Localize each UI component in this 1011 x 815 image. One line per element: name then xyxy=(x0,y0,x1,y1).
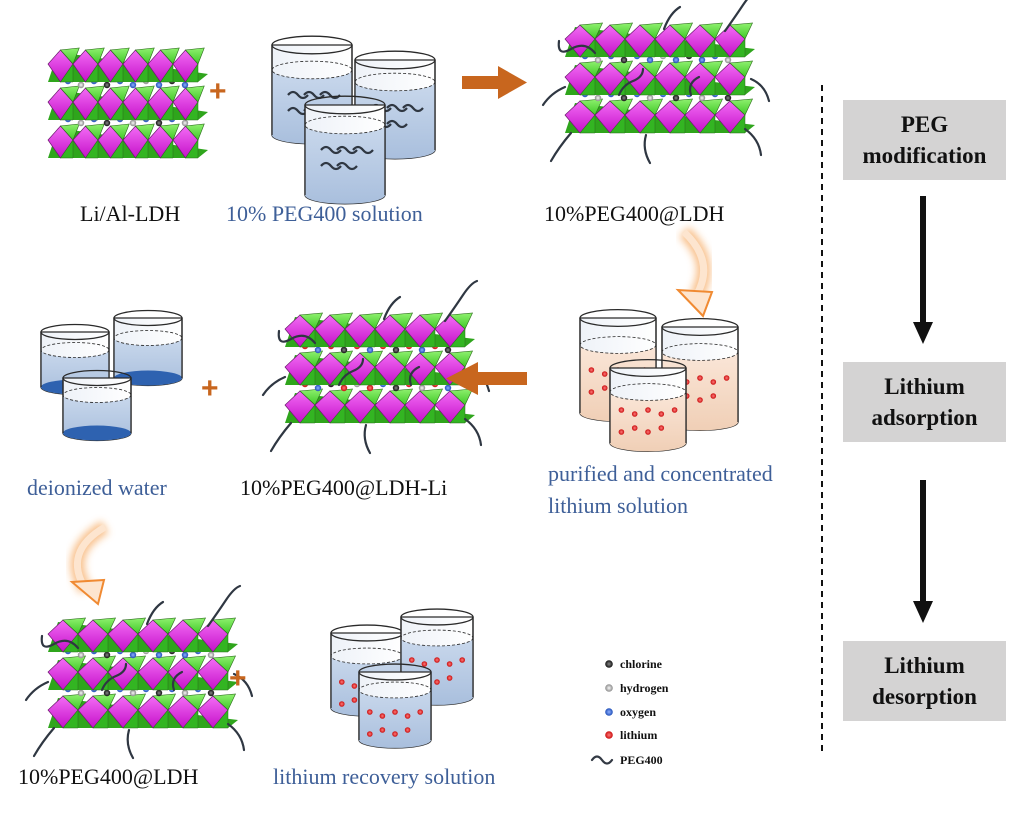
peg-solution-beakers xyxy=(271,35,436,205)
label-peg-ldh-bottom: 10%PEG400@LDH xyxy=(18,764,199,789)
step-3-line1: Lithium xyxy=(884,653,965,678)
label-purified-line2: lithium solution xyxy=(548,493,688,518)
step-lithium-desorption: Lithium desorption xyxy=(843,641,1006,721)
ldh-stack-middle xyxy=(261,279,491,455)
deionized-water-beakers xyxy=(40,309,183,442)
step-peg-modification: PEG modification xyxy=(843,100,1006,180)
plus-sign-1: + xyxy=(209,75,227,108)
step-1-line1: PEG xyxy=(900,112,949,137)
plus-sign-3: + xyxy=(229,662,247,695)
label-li-al-ldh: Li/Al-LDH xyxy=(80,201,181,226)
step-lithium-adsorption: Lithium adsorption xyxy=(843,362,1006,442)
legend-hydrogen: hydrogen xyxy=(620,681,669,695)
arrow-right-icon xyxy=(462,66,527,99)
step-3-line2: desorption xyxy=(872,684,977,709)
label-purified-line1: purified and concentrated xyxy=(548,461,773,486)
hydrogen-icon xyxy=(605,684,613,692)
label-peg-ldh-li: 10%PEG400@LDH-Li xyxy=(240,475,448,500)
label-peg-solution: 10% PEG400 solution xyxy=(226,201,423,226)
recovery-solution-beakers xyxy=(330,608,474,749)
legend-icons xyxy=(590,660,614,765)
step-1-line2: modification xyxy=(862,143,987,168)
legend-chlorine: chlorine xyxy=(620,657,662,671)
label-peg-ldh-top: 10%PEG400@LDH xyxy=(544,201,725,226)
ldh-stack-top-left xyxy=(47,47,208,159)
oxygen-icon xyxy=(605,708,613,716)
label-recovery-solution: lithium recovery solution xyxy=(273,764,496,789)
chlorine-icon xyxy=(605,660,613,668)
process-arrow-2-icon xyxy=(913,480,933,623)
step-2-line2: adsorption xyxy=(871,405,978,430)
plus-sign-2: + xyxy=(201,372,219,405)
ldh-stack-bottom xyxy=(24,584,254,760)
peg400-icon xyxy=(590,755,614,765)
process-arrow-1-icon xyxy=(913,196,933,344)
curved-arrow-right-icon xyxy=(69,520,109,606)
lithium-solution-beakers xyxy=(579,308,739,453)
label-deionized-water: deionized water xyxy=(27,475,167,500)
ldh-stack-top-right xyxy=(541,0,771,165)
curved-arrow-down-icon xyxy=(675,226,714,318)
legend-lithium: lithium xyxy=(620,728,658,742)
step-2-line1: Lithium xyxy=(884,374,965,399)
legend-oxygen: oxygen xyxy=(620,705,656,719)
lithium-icon xyxy=(605,731,613,739)
legend-peg400: PEG400 xyxy=(620,753,663,767)
arrow-left-icon xyxy=(446,362,527,395)
